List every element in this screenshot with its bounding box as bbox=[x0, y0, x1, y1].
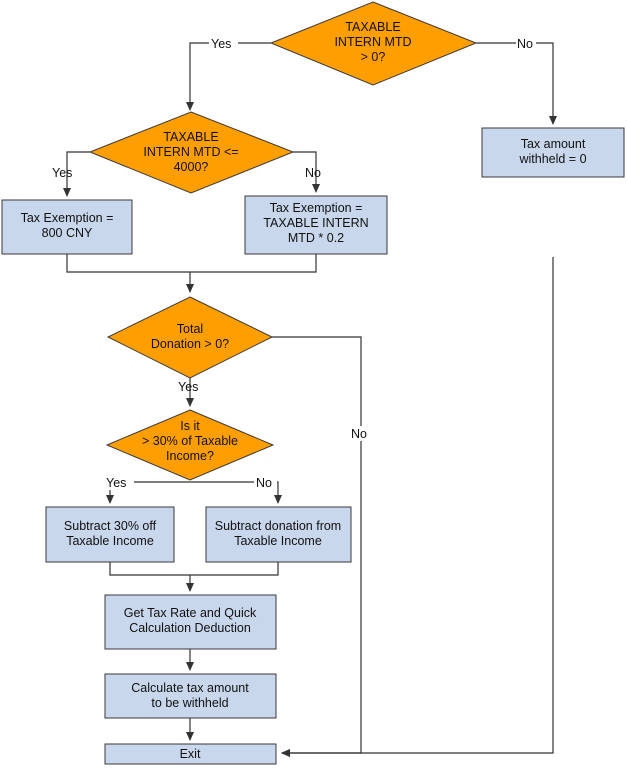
node-text-line: INTERN MTD bbox=[334, 35, 411, 49]
node-text-line: Taxable Income bbox=[234, 534, 322, 548]
connector-d2-yes bbox=[63, 151, 90, 197]
node-text-line: Tax Exemption = bbox=[21, 211, 114, 225]
node-text-line: Exit bbox=[180, 747, 201, 761]
label-d2-yes: Yes bbox=[52, 166, 72, 180]
label-d1-yes: Yes bbox=[211, 37, 231, 51]
node-label: Exit bbox=[180, 747, 201, 761]
node-label: Tax Exemption =800 CNY bbox=[21, 211, 114, 240]
label-d1-no: No bbox=[517, 37, 533, 51]
label-d3-yes: Yes bbox=[178, 380, 198, 394]
node-text-line: TAXABLE bbox=[345, 20, 400, 34]
label-d4-no: No bbox=[256, 476, 272, 490]
process-exit: Exit bbox=[104, 743, 277, 765]
connector-merge-exemption bbox=[66, 254, 317, 273]
node-text-line: > 30% of Taxable bbox=[142, 434, 238, 448]
node-text-line: 4000? bbox=[174, 160, 209, 174]
node-text-line: Get Tax Rate and Quick bbox=[124, 606, 257, 620]
connector-d4-no bbox=[190, 481, 282, 504]
node-text-line: Income? bbox=[166, 449, 214, 463]
connector-merge-subtract bbox=[109, 562, 279, 576]
node-text-line: Taxable Income bbox=[66, 534, 154, 548]
node-text-line: TAXABLE INTERN bbox=[263, 216, 368, 230]
node-text-line: Calculate tax amount bbox=[131, 681, 249, 695]
node-text-line: INTERN MTD <= bbox=[143, 145, 238, 159]
connector-d1-yes bbox=[186, 42, 271, 111]
connector-tax-zero-to-exit bbox=[281, 257, 554, 757]
node-text-line: Is it bbox=[180, 419, 200, 433]
node-text-line: Total bbox=[177, 322, 203, 336]
connector-d2-no bbox=[293, 151, 320, 193]
node-text-line: MTD * 0.2 bbox=[288, 231, 344, 245]
node-text-line: Calculation Deduction bbox=[129, 621, 251, 635]
label-d3-no: No bbox=[351, 427, 367, 441]
node-text-line: Subtract donation from bbox=[215, 519, 341, 533]
node-text-line: to be withheld bbox=[151, 696, 228, 710]
node-text-line: Donation > 0? bbox=[151, 337, 229, 351]
node-text-line: withheld = 0 bbox=[518, 152, 586, 166]
label-d2-no: No bbox=[305, 166, 321, 180]
connector-d1-no bbox=[476, 42, 557, 125]
label-d4-yes: Yes bbox=[106, 476, 126, 490]
process-tax-exemption-800: Tax Exemption =800 CNY bbox=[1, 199, 133, 255]
node-text-line: > 0? bbox=[361, 50, 386, 64]
connector-d3-no bbox=[272, 336, 362, 757]
node-text-line: Subtract 30% off bbox=[64, 519, 157, 533]
node-text-line: Tax amount bbox=[521, 137, 586, 151]
node-text-line: TAXABLE bbox=[163, 130, 218, 144]
node-text-line: 800 CNY bbox=[42, 226, 93, 240]
node-text-line: Tax Exemption = bbox=[270, 201, 363, 215]
